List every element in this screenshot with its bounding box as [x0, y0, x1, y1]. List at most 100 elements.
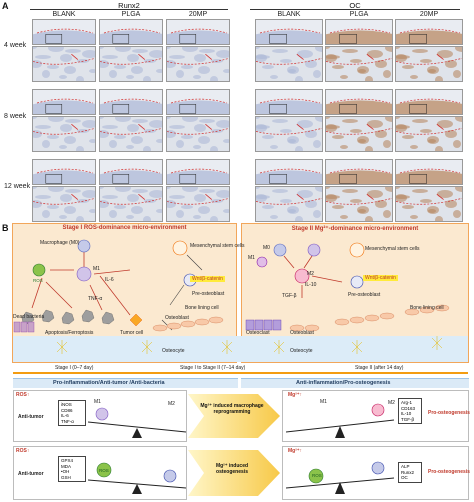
row1-right-list: Arg-1 CD163 IL-10 TGF-β [398, 398, 422, 424]
marker-oc-line [250, 9, 460, 10]
histology-overview-tile [395, 89, 463, 115]
histology-overview-tile [32, 159, 96, 185]
row2-pro-osteo: Pro-osteogenesis [428, 469, 470, 475]
list-item: GPX4 [61, 458, 74, 463]
ros-label: ROS [33, 278, 43, 283]
row1-anti-tumor: Anti-tumor [18, 414, 44, 420]
dead-bacteria-label: Dead bacteria [13, 314, 45, 320]
apoptosis-label: Apoptosis/Ferroptosis [45, 330, 94, 336]
m1-label-stage1: M1 [93, 266, 100, 272]
histology-zoom-tile [99, 46, 163, 82]
row1-arrow-label: Mg²⁺ induced macrophage reprogramming [200, 403, 264, 415]
histology-zoom-tile [166, 116, 230, 152]
timeline-stage1: Stage I (0–7 day) [55, 365, 94, 371]
row1-mg-up: Mg²⁺↑ [288, 392, 303, 398]
histology-zoom-tile [32, 186, 96, 222]
histology-zoom-tile [99, 186, 163, 222]
histology-overview-tile [32, 89, 96, 115]
list-item: TGF-β [401, 416, 415, 422]
m0b-cell-stage2 [307, 243, 321, 257]
row1-right-panel [282, 390, 469, 442]
list-item: TNF-α [61, 418, 74, 424]
histology-overview-tile [255, 159, 323, 185]
histology-zoom-tile [32, 46, 96, 82]
histology-overview-tile [395, 19, 463, 45]
m2-label-stage2: M2 [307, 271, 314, 277]
list-item: IL-6 [61, 413, 69, 419]
col-header-blank-left: BLANK [52, 11, 76, 18]
histology-zoom-tile [325, 186, 393, 222]
histology-zoom-tile [99, 116, 163, 152]
list-item: ALP [401, 464, 410, 469]
panel-b-label: B [2, 223, 9, 233]
histology-zoom-tile [255, 186, 323, 222]
row1-m2-label: M2 [168, 401, 175, 407]
histology-zoom-tile [395, 116, 463, 152]
list-item: OC [401, 475, 408, 481]
bone-lining-label-stage2: Bone lining cell [410, 305, 444, 311]
histology-overview-tile [325, 19, 393, 45]
m2-cell-stage2 [294, 268, 310, 284]
row-label-8-week: 8 week [4, 113, 27, 120]
osteocyte-label-stage2: Osteocyte [290, 348, 313, 354]
osteoblast-label-stage2: Osteoblast [290, 330, 314, 336]
list-item: IL-10 [401, 411, 412, 417]
histology-zoom-tile [325, 116, 393, 152]
histology-overview-tile [99, 19, 163, 45]
row1-left-seesaw [88, 407, 187, 438]
m1-label-stage2: M1 [248, 255, 255, 261]
list-item: Runx2 [401, 469, 415, 475]
row-label-12-week: 12 week [4, 183, 31, 190]
col-header-20mp-right: 20MP [419, 11, 439, 18]
tnfa-label: TNF-α [88, 296, 103, 302]
m0-label-stage2: M0 [263, 245, 270, 251]
row1-left-list: iNOS CD86 IL-6 TNF-α [58, 400, 86, 426]
msc-cell-stage2 [349, 242, 365, 258]
m0-cell-stage2 [273, 243, 287, 257]
marker-runx2-line [30, 9, 228, 10]
col-header-plga-right: PLGA [349, 11, 369, 18]
histology-overview-tile [255, 89, 323, 115]
list-item: •OH [61, 469, 70, 475]
pre-osteoblast-label-stage1: Pre-osteoblast [192, 291, 225, 297]
row2-right-list: ALP Runx2 OC [398, 462, 422, 483]
histology-zoom-tile [395, 186, 463, 222]
bone-area [13, 336, 468, 362]
row2-left-seesaw [88, 462, 187, 494]
histology-overview-tile [255, 19, 323, 45]
list-item: CD163 [401, 405, 416, 411]
histology-overview-tile [99, 89, 163, 115]
histology-overview-tile [325, 89, 393, 115]
timeline-transition: Stage I to Stage II (7–14 day) [180, 365, 246, 371]
bone-lining-label-stage1: Bone lining cell [185, 305, 219, 311]
m1-cell-stage2 [256, 256, 268, 268]
row1-right-m2-label: M2 [388, 400, 395, 406]
histology-overview-tile [166, 19, 230, 45]
msc-cell-stage1 [172, 240, 188, 256]
tgfb-label: TGF-β [282, 293, 297, 299]
band-right: Anti-inflammation/Pro-osteogenesis [241, 378, 469, 388]
band-left: Pro-inflammation/Anti-tumor /Anti-bacter… [13, 378, 238, 388]
row-label-4-week: 4 week [4, 42, 27, 49]
osteoclast-label: Osteoclast [246, 330, 270, 336]
timeline-stage2: Stage II (after 14 day) [355, 365, 404, 371]
row2-anti-tumor: Anti-tumor [18, 471, 44, 477]
wnt-label-stage2: Wnt/β-catenin [363, 275, 398, 281]
osteocyte-label-stage1: Osteocyte [162, 348, 185, 354]
col-header-plga-left: PLGA [121, 11, 141, 18]
row2-mg-up: Mg²⁺↑ [288, 448, 303, 454]
marker-runx2-label: Runx2 [118, 1, 140, 10]
histology-zoom-tile [255, 46, 323, 82]
row2-ros-up: ROS↑ [16, 448, 30, 454]
msc-label-stage1: Mesenchymal stem cells [190, 243, 245, 249]
histology-zoom-tile [166, 46, 230, 82]
list-item: Arg-1 [401, 400, 413, 405]
row2-arrow-label: Mg²⁺ induced osteogenesis [215, 463, 249, 475]
wnt-cell-stage2 [350, 275, 364, 289]
m1-cell-stage1 [76, 266, 92, 282]
histology-zoom-tile [395, 46, 463, 82]
col-header-blank-right: BLANK [277, 11, 301, 18]
row1-m1-label: M1 [94, 399, 101, 405]
panel-a-label: A [2, 1, 9, 11]
list-item: CD86 [61, 407, 73, 413]
